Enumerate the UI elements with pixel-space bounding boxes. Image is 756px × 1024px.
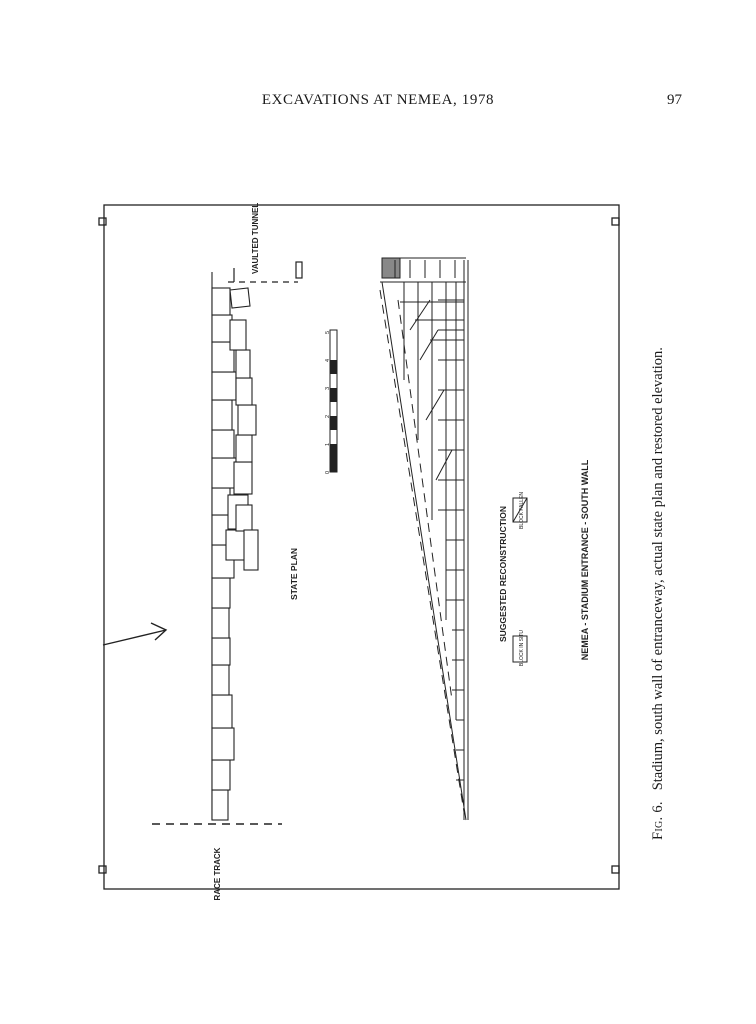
running-head: EXCAVATIONS AT NEMEA, 1978 97	[0, 92, 756, 112]
caption-label: Fig. 6.	[650, 801, 666, 840]
legend-block-in-situ-swatch	[512, 635, 528, 663]
state-plan-label: STATE PLAN	[289, 548, 299, 600]
restored-elevation	[379, 257, 469, 821]
scale-tick-4: 4	[325, 359, 331, 362]
legend	[512, 497, 528, 663]
scale-tick-3: 3	[325, 387, 331, 390]
scale-tick-1: 1	[325, 443, 331, 446]
vaulted-tunnel-drawing	[228, 261, 303, 283]
running-title: EXCAVATIONS AT NEMEA, 1978	[261, 92, 495, 108]
race-track-label: RACE TRACK	[213, 847, 222, 900]
legend-block-fallen-label: BLOCK FALLEN	[519, 492, 525, 529]
figure-caption: Fig. 6. Stadium, south wall of entrancew…	[650, 280, 667, 840]
caption-text: Stadium, south wall of entranceway, actu…	[650, 347, 666, 791]
scale-bar	[329, 329, 338, 473]
figure-frame	[98, 204, 620, 890]
vaulted-tunnel-label: VAULTED TUNNEL	[251, 203, 260, 274]
north-arrow-icon	[102, 622, 168, 646]
page-number: 97	[667, 92, 682, 108]
suggested-reconstruction-label: SUGGESTED RECONSTRUCTION	[498, 506, 508, 642]
scale-tick-5: 5	[325, 331, 331, 334]
state-plan-wall	[211, 272, 259, 821]
scale-tick-0: 0	[325, 471, 331, 474]
scale-tick-2: 2	[325, 415, 331, 418]
scale-tick-labels: 0 1 2 3 4 5	[325, 331, 331, 474]
legend-block-in-situ-label: BLOCK IN SITU	[519, 630, 525, 667]
figure-main-title: NEMEA - STADIUM ENTRANCE - SOUTH WALL	[580, 459, 590, 660]
legend-block-fallen-swatch	[512, 497, 528, 523]
